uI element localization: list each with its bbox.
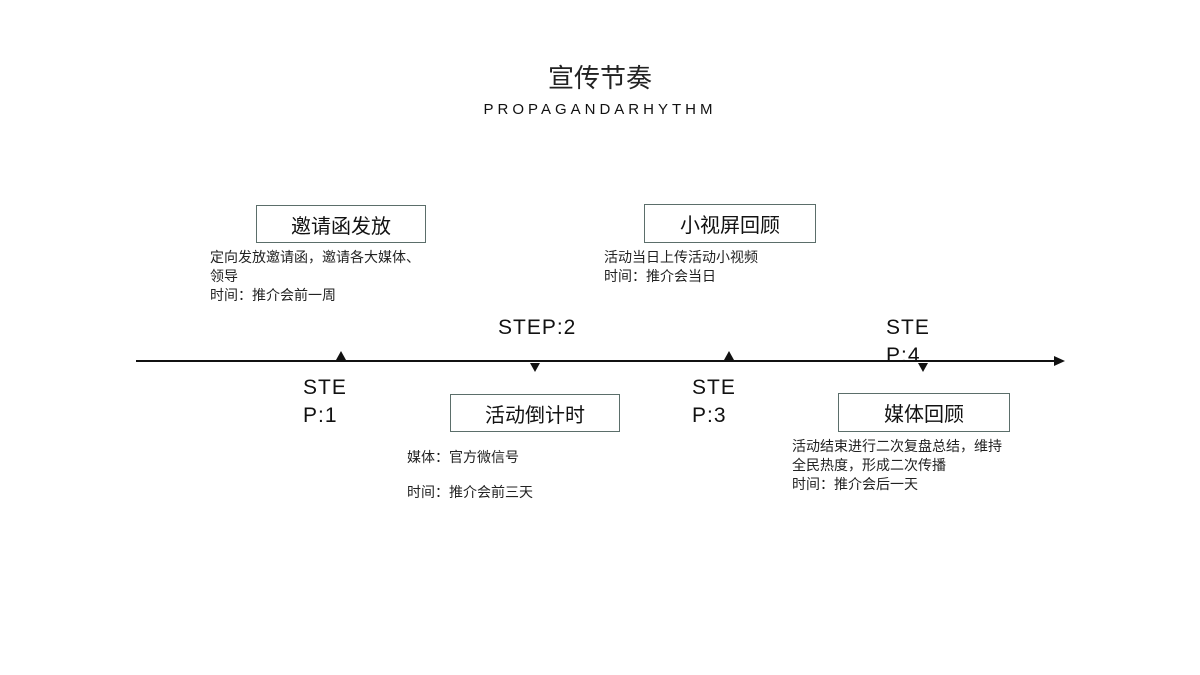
- step-4-desc-line: 时间：推介会后一天: [792, 477, 918, 493]
- step-4-marker-icon: [918, 363, 928, 372]
- page-title: 宣传节奏: [547, 64, 652, 94]
- step-4-desc-line: 活动结束进行二次复盘总结，维持: [792, 439, 1002, 455]
- step-1-desc-line: 定向发放邀请函，邀请各大媒体、: [210, 250, 420, 266]
- step-4-box: 媒体回顾: [838, 393, 1010, 432]
- step-1-description: 定向发放邀请函，邀请各大媒体、 领导 时间：推介会前一周: [210, 249, 420, 306]
- step-3-description: 活动当日上传活动小视频 时间：推介会当日: [604, 249, 758, 287]
- step-2-marker-icon: [530, 363, 540, 372]
- step-2-desc-line: 媒体：官方微信号: [407, 450, 519, 466]
- step-2-desc-line: 时间：推介会前三天: [407, 485, 533, 501]
- step-2-description: 媒体：官方微信号 时间：推介会前三天: [407, 441, 533, 511]
- step-2-label: STEP:2: [498, 316, 577, 339]
- page-subtitle: PROPAGANDARHYTHM: [483, 101, 717, 118]
- timeline-arrow-icon: [1054, 356, 1065, 366]
- step-1-marker-icon: [336, 351, 346, 360]
- step-3-desc-line: 活动当日上传活动小视频: [604, 250, 758, 266]
- step-3-label: STEP:3: [692, 376, 736, 427]
- step-3-marker-icon: [724, 351, 734, 360]
- step-4-description: 活动结束进行二次复盘总结，维持 全民热度，形成二次传播 时间：推介会后一天: [792, 438, 1002, 495]
- step-1-desc-line: 领导: [210, 269, 238, 285]
- step-2-box: 活动倒计时: [450, 394, 620, 432]
- step-3-desc-line: 时间：推介会当日: [604, 269, 716, 285]
- step-3-box: 小视屏回顾: [644, 204, 816, 243]
- step-1-desc-line: 时间：推介会前一周: [210, 288, 336, 304]
- step-1-label: STEP:1: [303, 376, 347, 427]
- step-4-label: STEP:4: [886, 316, 930, 367]
- step-4-desc-line: 全民热度，形成二次传播: [792, 458, 946, 474]
- step-1-box: 邀请函发放: [256, 205, 426, 243]
- timeline-axis: [136, 360, 1056, 362]
